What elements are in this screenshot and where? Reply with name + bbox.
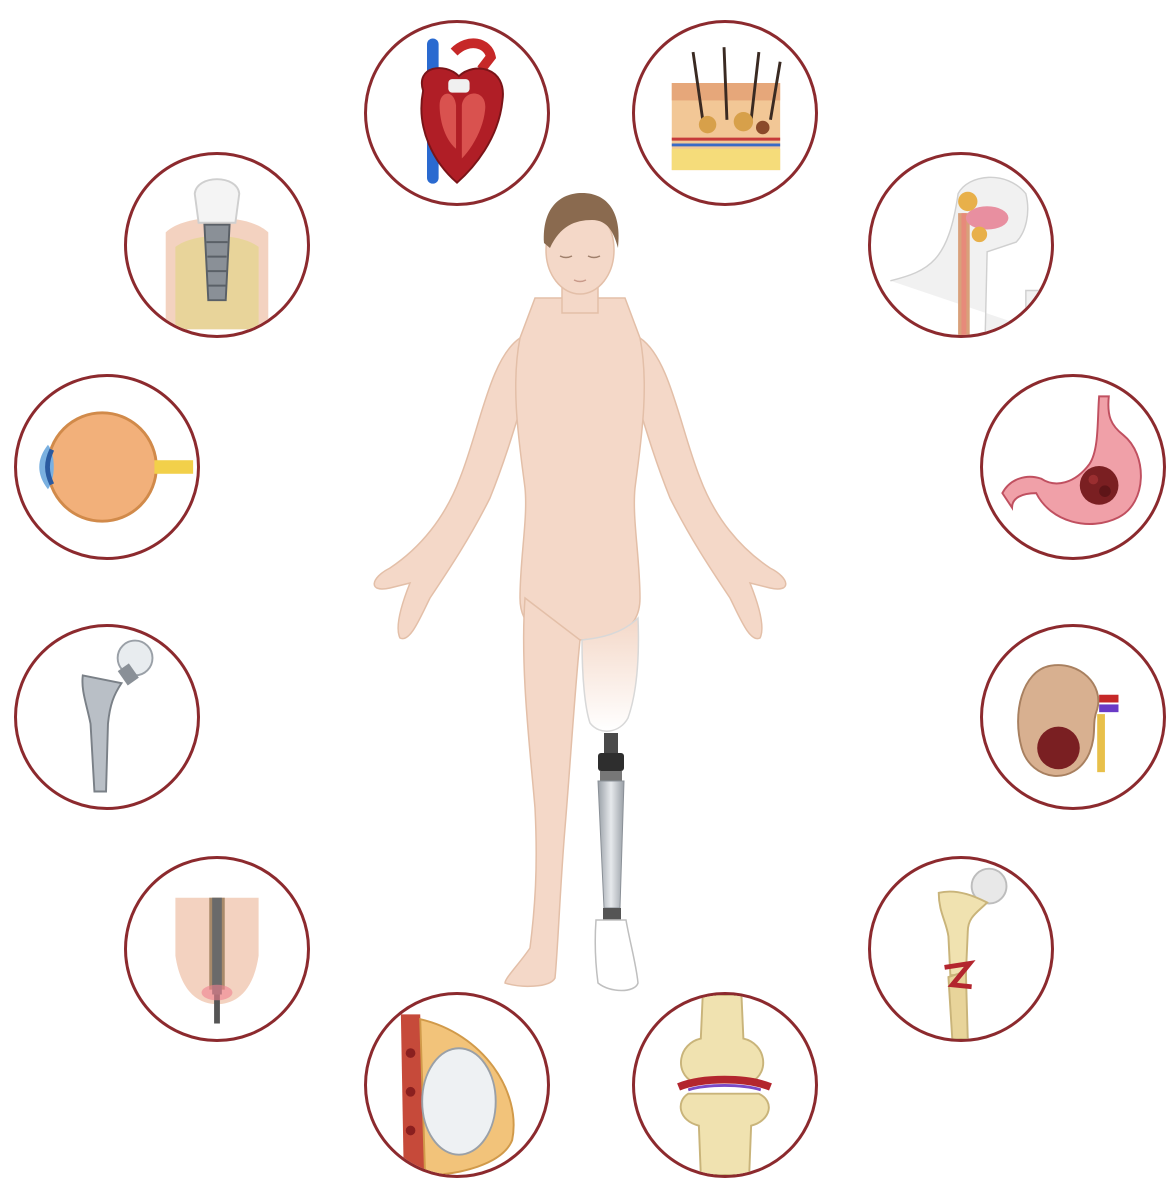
root-canal-node bbox=[124, 856, 310, 1042]
eye-node bbox=[14, 374, 200, 560]
knee-joint-node bbox=[632, 992, 818, 1178]
dental-implant-icon bbox=[127, 155, 307, 335]
esophagus-node bbox=[868, 152, 1054, 338]
skin-layers-icon bbox=[635, 23, 815, 203]
heart-node bbox=[364, 20, 550, 206]
tooth-root-canal-icon bbox=[127, 859, 307, 1039]
stomach-tumor-icon bbox=[983, 377, 1163, 557]
stomach-node bbox=[980, 374, 1166, 560]
kidney-node bbox=[980, 624, 1166, 810]
hip-implant-icon bbox=[17, 627, 197, 807]
dental-implant-node bbox=[124, 152, 310, 338]
kidney-tumor-icon bbox=[983, 627, 1163, 807]
knee-joint-icon bbox=[635, 995, 815, 1175]
femur-fracture-node bbox=[868, 856, 1054, 1042]
skin-node bbox=[632, 20, 818, 206]
breast-implant-node bbox=[364, 992, 550, 1178]
hip-implant-node bbox=[14, 624, 200, 810]
femur-fracture-icon bbox=[871, 859, 1051, 1039]
esophagus-icon bbox=[871, 155, 1051, 335]
eye-icon bbox=[17, 377, 197, 557]
breast-implant-icon bbox=[367, 995, 547, 1175]
heart-icon bbox=[367, 23, 547, 203]
human-body-with-leg-prosthesis-icon bbox=[360, 188, 800, 998]
